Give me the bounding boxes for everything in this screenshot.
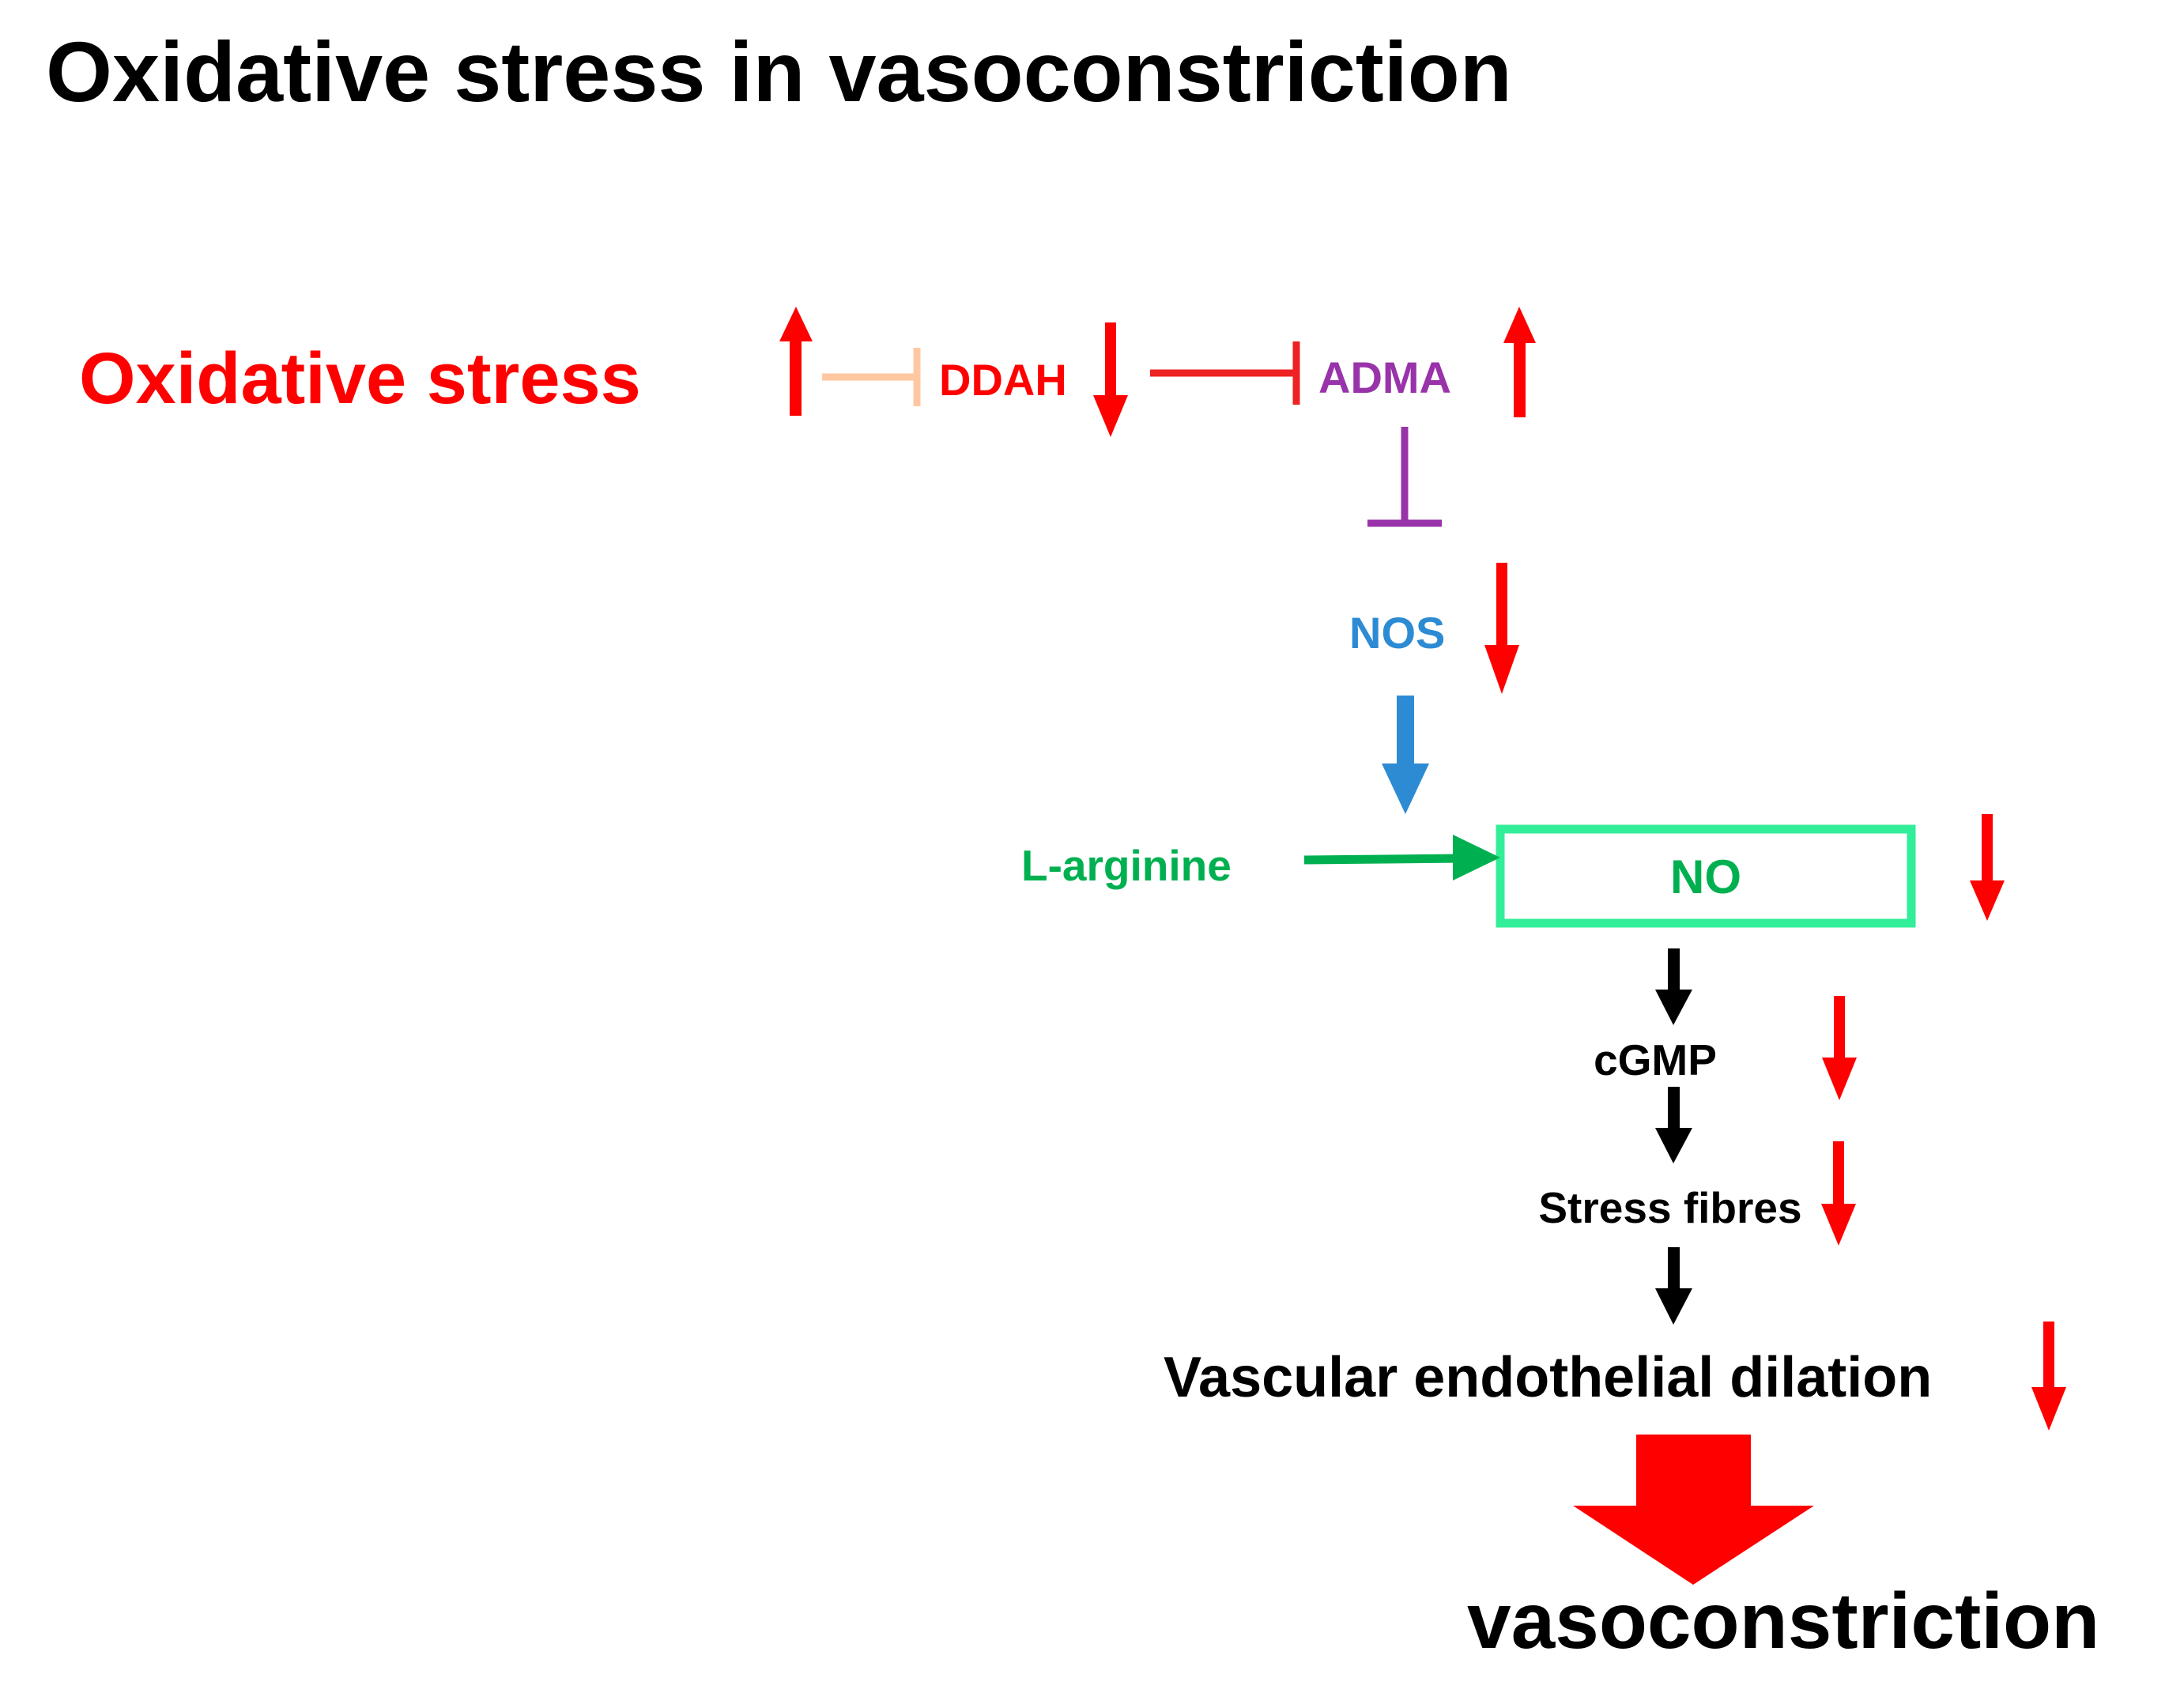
activate-arrow-cgmp-stress-fibres [1655,1087,1692,1163]
down-arrow-icon [1093,322,1128,437]
activate-arrow-stress-fibres-dilation [1655,1247,1692,1325]
down-arrow-icon [1821,1141,1856,1246]
down-arrow-icon [1970,814,2005,921]
down-arrow-icon [1822,996,1857,1100]
inhibit-edge-ddah-adma [1150,341,1300,405]
node-cgmp: cGMP [1594,1035,1717,1084]
activate-arrow-l-arginine-no [1303,835,1500,880]
node-oxidative-stress: Oxidative stress [79,338,641,419]
node-no: NO [1670,850,1741,903]
node-stress-fibres: Stress fibres [1538,1183,1801,1232]
activate-arrow-no-cgmp [1655,948,1692,1025]
node-nos: NOS [1349,608,1445,658]
down-arrow-icon [1484,563,1519,694]
node-l-arginine: L-arginine [1021,841,1232,890]
up-arrow-icon [1503,307,1536,417]
node-ddah: DDAH [939,355,1067,405]
inhibit-edge-adma-nos [1367,427,1442,527]
page-title: Oxidative stress in vasoconstriction [46,24,1512,119]
node-vasoconstriction: vasoconstriction [1467,1577,2099,1665]
no-box [1496,824,1916,928]
down-arrow-icon [2031,1322,2066,1431]
activate-arrow-nos-no [1382,696,1429,814]
up-arrow-icon [779,307,813,416]
node-adma: ADMA [1318,353,1451,402]
node-dilation: Vascular endothelial dilation [1164,1346,1932,1409]
outcome-arrow [1573,1435,1814,1585]
inhibit-edge-oxstress-ddah [822,348,921,406]
